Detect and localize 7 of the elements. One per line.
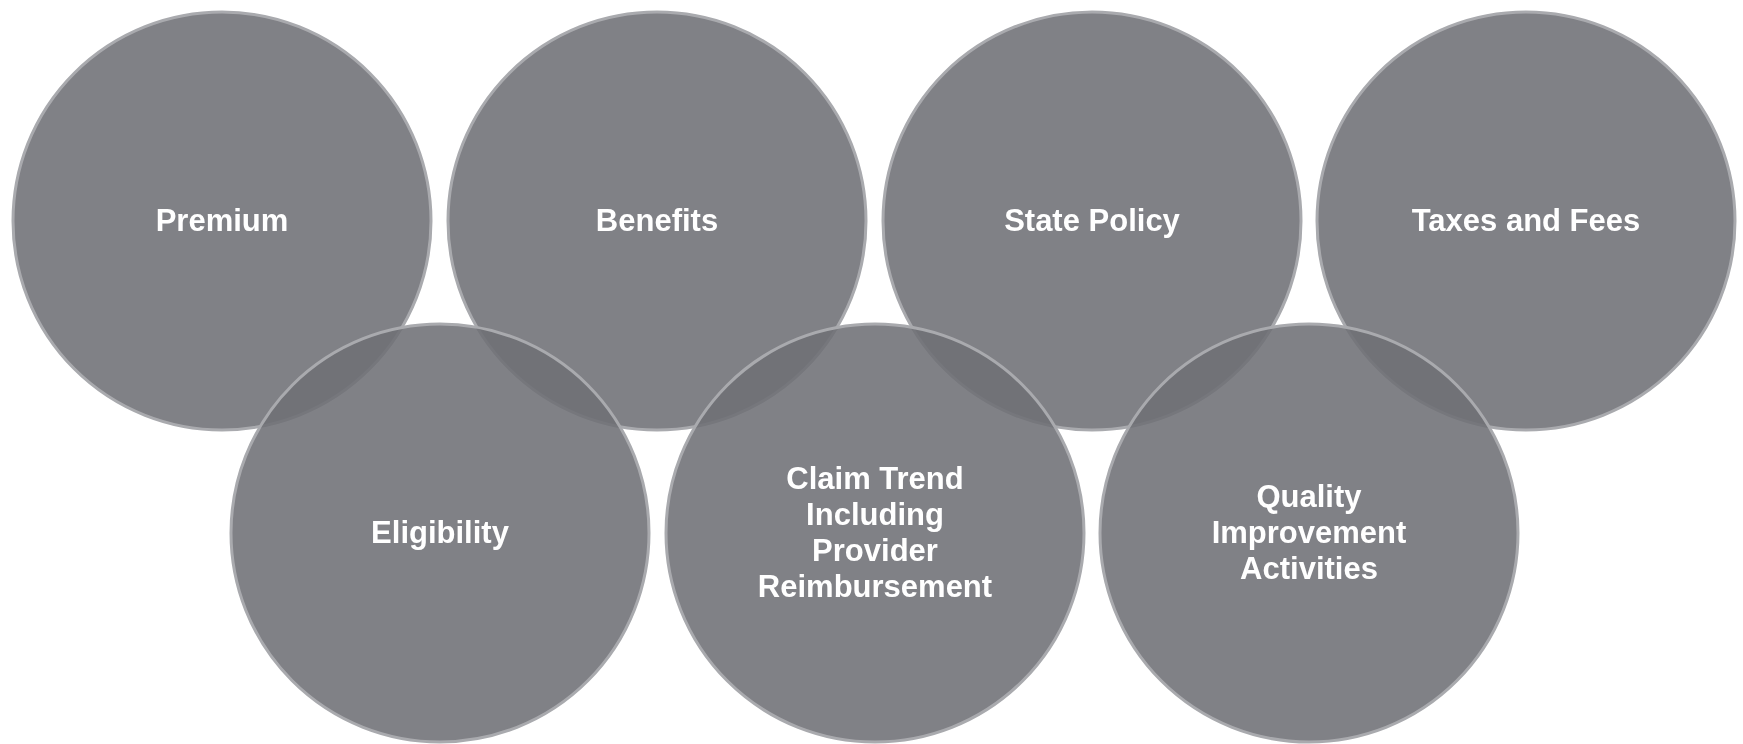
circle-label: Premium [154, 203, 290, 239]
circle-label: Claim Trend Including Provider Reimbursement [756, 461, 994, 605]
circle-label: Taxes and Fees [1410, 203, 1642, 239]
circle-label: Quality Improvement Activities [1210, 479, 1408, 587]
circle-label: State Policy [1003, 203, 1181, 239]
circle-label: Eligibility [370, 515, 510, 551]
circle-label: Benefits [594, 203, 720, 239]
